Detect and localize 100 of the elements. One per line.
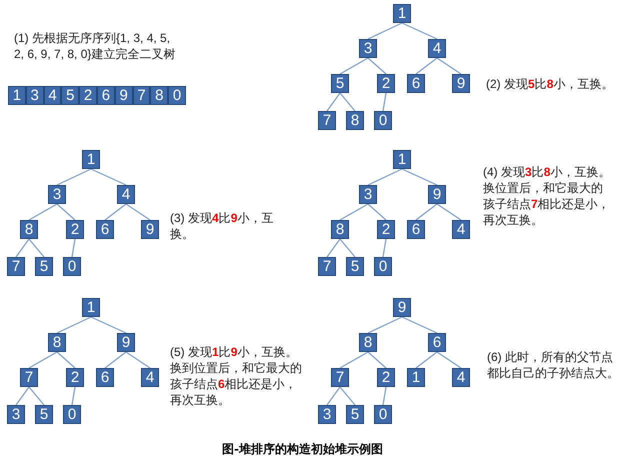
tree-edge bbox=[402, 168, 438, 186]
tree-edge bbox=[340, 351, 368, 369]
tree-node: 2 bbox=[377, 74, 395, 93]
tree-edge bbox=[326, 386, 340, 406]
tree-node: 6 bbox=[96, 220, 114, 239]
tree-node: 7 bbox=[20, 368, 38, 387]
step-description: (2) 发现5比8小，互换。 bbox=[486, 76, 614, 92]
tree-node: 4 bbox=[428, 39, 446, 58]
step-description: (3) 发现4比9小，互换。 bbox=[170, 210, 274, 242]
tree-node: 0 bbox=[374, 111, 392, 130]
tree-node: 0 bbox=[63, 405, 81, 424]
tree-edge bbox=[16, 238, 30, 258]
tree-edge bbox=[340, 238, 356, 258]
tree-node: 8 bbox=[346, 111, 364, 130]
tree-edge bbox=[340, 92, 356, 112]
tree-node: 4 bbox=[452, 220, 470, 239]
tree-edge bbox=[368, 352, 386, 368]
tree-node: 1 bbox=[407, 368, 425, 387]
tree-edge bbox=[90, 168, 126, 186]
figure-caption: 图-堆排序的构造初始堆示例图 bbox=[222, 441, 383, 458]
tree-node: 2 bbox=[66, 368, 84, 387]
step-description: (1) 先根据无序序列{1, 3, 4, 5, 2, 6, 9, 7, 8, 0}建立完全二叉树 bbox=[14, 30, 176, 62]
tree-edge bbox=[56, 168, 92, 186]
tree-edge bbox=[436, 204, 462, 220]
tree-node: 1 bbox=[393, 4, 411, 23]
tree-edge bbox=[56, 352, 76, 368]
tree-edge bbox=[16, 386, 30, 406]
tree-edge bbox=[340, 386, 356, 406]
tree-node: 5 bbox=[346, 405, 364, 424]
tree-edge bbox=[368, 58, 386, 74]
tree-node: 3 bbox=[7, 405, 25, 424]
tree-node: 0 bbox=[63, 257, 81, 276]
tree-node: 1 bbox=[82, 150, 100, 169]
tree-edge bbox=[71, 386, 76, 406]
tree-node: 1 bbox=[393, 150, 411, 169]
tree-node: 4 bbox=[117, 185, 135, 204]
tree-edge bbox=[402, 316, 438, 334]
array-cell: 9 bbox=[114, 86, 133, 105]
tree-edge bbox=[382, 238, 387, 258]
tree-edge bbox=[126, 204, 150, 220]
tree-edge bbox=[368, 22, 402, 40]
tree-node: 9 bbox=[117, 333, 135, 352]
tree-edge bbox=[90, 316, 126, 334]
tree-node: 5 bbox=[35, 405, 53, 424]
tree-edge bbox=[436, 58, 462, 74]
tree-node: 3 bbox=[48, 185, 66, 204]
tree-edge bbox=[56, 204, 76, 220]
tree-node: 7 bbox=[318, 257, 336, 276]
tree-node: 6 bbox=[407, 220, 425, 239]
tree-node: 3 bbox=[359, 39, 377, 58]
tree-node: 5 bbox=[346, 257, 364, 276]
tree-edge bbox=[71, 238, 76, 258]
array-cell: 1 bbox=[8, 86, 26, 105]
tree-edge bbox=[28, 386, 44, 406]
tree-node: 6 bbox=[407, 74, 425, 93]
tree-node: 7 bbox=[318, 111, 336, 130]
array-cell: 4 bbox=[44, 86, 62, 105]
tree-edge bbox=[126, 352, 150, 368]
tree-node: 4 bbox=[141, 368, 159, 387]
tree-node: 8 bbox=[331, 220, 349, 239]
tree-node: 6 bbox=[96, 368, 114, 387]
tree-node: 7 bbox=[7, 257, 25, 276]
array-cell: 0 bbox=[168, 86, 186, 105]
tree-node: 9 bbox=[393, 298, 411, 317]
tree-edge bbox=[28, 203, 58, 221]
tree-node: 4 bbox=[452, 368, 470, 387]
tree-edge bbox=[368, 168, 402, 186]
array-cell: 5 bbox=[61, 86, 80, 105]
tree-node: 1 bbox=[82, 298, 100, 317]
tree-node: 8 bbox=[359, 333, 377, 352]
tree-node: 8 bbox=[48, 333, 66, 352]
array-cell: 3 bbox=[26, 86, 44, 105]
tree-edge bbox=[326, 238, 340, 258]
tree-edge bbox=[28, 238, 44, 258]
tree-node: 2 bbox=[377, 220, 395, 239]
tree-node: 5 bbox=[35, 257, 53, 276]
tree-node: 2 bbox=[377, 368, 395, 387]
tree-node: 0 bbox=[374, 257, 392, 276]
tree-node: 0 bbox=[374, 405, 392, 424]
tree-edge bbox=[368, 204, 386, 220]
tree-node: 6 bbox=[428, 333, 446, 352]
tree-node: 3 bbox=[359, 185, 377, 204]
tree-edge bbox=[368, 316, 402, 334]
tree-edge bbox=[402, 22, 438, 40]
tree-node: 3 bbox=[318, 405, 336, 424]
tree-edge bbox=[436, 352, 462, 368]
tree-node: 9 bbox=[452, 74, 470, 93]
tree-edge bbox=[340, 203, 368, 221]
tree-node: 2 bbox=[66, 220, 84, 239]
tree-node: 8 bbox=[20, 220, 38, 239]
tree-edge bbox=[326, 92, 340, 112]
tree-node: 9 bbox=[428, 185, 446, 204]
tree-node: 5 bbox=[331, 74, 349, 93]
tree-edge bbox=[382, 386, 387, 406]
tree-edge bbox=[340, 57, 368, 75]
step-description: (5) 发现1比9小，互换。换到位置后，和它最大的孩子结点6相比还是小，再次互换。 bbox=[170, 344, 303, 408]
tree-edge bbox=[56, 316, 92, 334]
tree-node: 7 bbox=[331, 368, 349, 387]
array-cell: 2 bbox=[79, 86, 97, 105]
tree-edge bbox=[382, 92, 387, 112]
